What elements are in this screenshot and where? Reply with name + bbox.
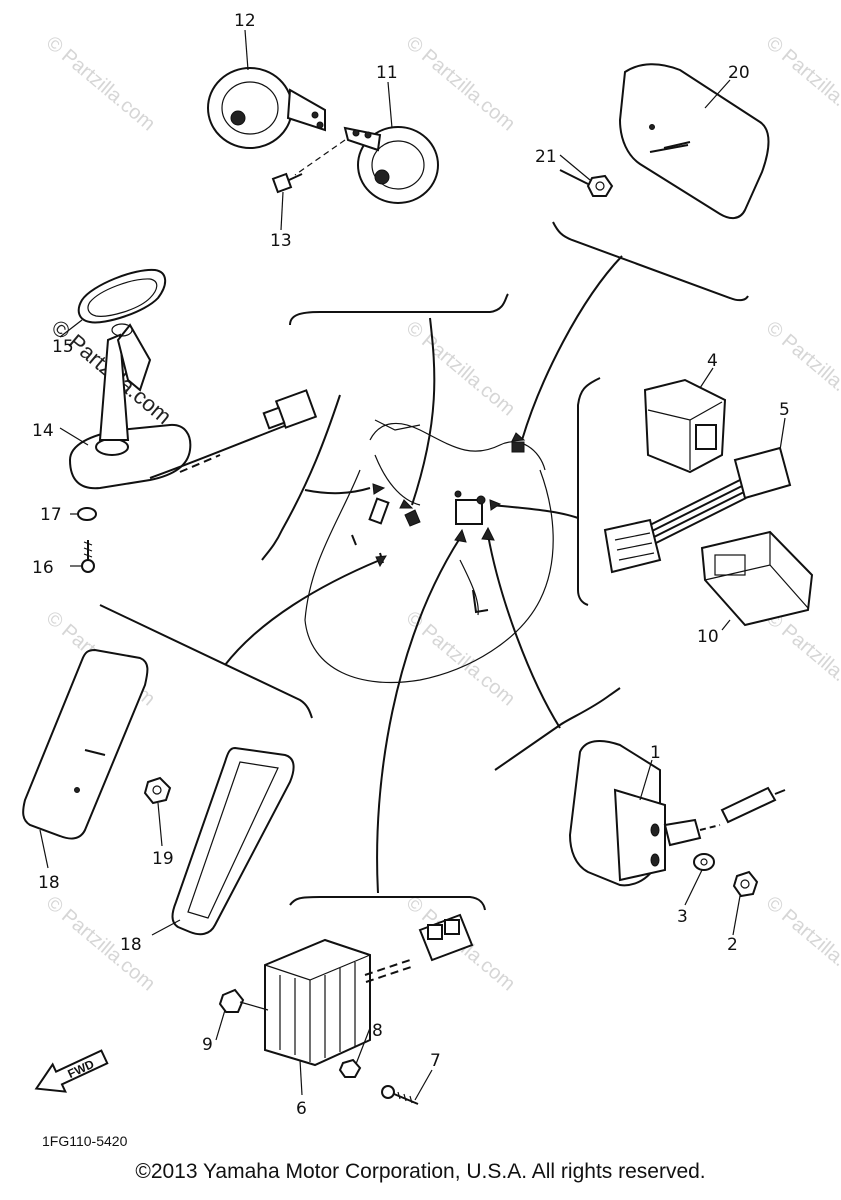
watermark: © Partzilla.com: [402, 32, 519, 135]
watermark: © Partzilla.com: [762, 892, 841, 995]
callout-8: 8: [372, 1021, 383, 1041]
reflector-18-right: [171, 746, 295, 936]
callout-14: 14: [32, 421, 54, 441]
screw-16: [81, 540, 95, 573]
bolt-7: [381, 1085, 419, 1105]
switch-1: [568, 739, 786, 887]
washer-17: [77, 507, 97, 521]
callout-18-right: 18: [120, 935, 142, 955]
callout-1: 1: [650, 743, 661, 763]
callout-2: 2: [727, 935, 738, 955]
watermark: © Partzilla.com: [402, 317, 519, 420]
callout-9: 9: [202, 1035, 213, 1055]
callout-20: 20: [728, 63, 750, 83]
nut-19: [143, 776, 172, 805]
cdi-unit-10: [700, 530, 814, 627]
callout-labels: 12 11 13 20 21 15 14 17 16 4 5 10 18 19 …: [32, 11, 790, 1119]
watermark: © Partzilla.com: [762, 607, 841, 710]
callout-5: 5: [779, 400, 790, 420]
group-leaders: [99, 221, 749, 911]
nut-9: [218, 988, 245, 1013]
callout-3: 3: [677, 907, 688, 927]
watermark: © Partzilla.com: [42, 32, 159, 135]
callout-leaders: [39, 29, 786, 1101]
callout-17: 17: [40, 505, 62, 525]
washer-3: [693, 853, 715, 871]
watermark: © Partzilla.com: [762, 317, 841, 420]
watermark: © Partzilla.com: [762, 32, 841, 135]
forward-arrow: FWD: [34, 1049, 109, 1093]
motorcycle-frame: [304, 419, 554, 684]
callout-11: 11: [376, 63, 398, 83]
callout-15: 15: [52, 337, 74, 357]
callout-7: 7: [430, 1051, 441, 1071]
fuel-sender-14: [68, 323, 318, 490]
callout-6: 6: [296, 1099, 307, 1119]
harness-5: [603, 446, 792, 574]
callout-4: 4: [707, 351, 718, 371]
callout-19: 19: [152, 849, 174, 869]
copyright-notice: ©2013 Yamaha Motor Corporation, U.S.A. A…: [135, 1160, 706, 1183]
horn-12: [207, 67, 326, 149]
nut-2: [732, 870, 759, 898]
callout-21: 21: [535, 147, 557, 167]
reflector-20: [618, 63, 770, 220]
bolt-13: [271, 172, 303, 194]
callout-12: 12: [234, 11, 256, 31]
reflector-18-left: [22, 648, 149, 840]
nut-8: [338, 1058, 362, 1078]
nut-21: [559, 169, 614, 197]
callout-13: 13: [270, 231, 292, 251]
callout-16: 16: [32, 558, 54, 578]
rectifier-6: [264, 913, 474, 1067]
fwd-label: FWD: [66, 1057, 97, 1081]
diagram-code: 1FG110-5420: [42, 1133, 128, 1149]
watermark: © Partzilla.com: [402, 607, 519, 710]
relay-4: [643, 378, 727, 474]
horn-11: [294, 126, 439, 204]
gasket-15: [77, 268, 167, 324]
callout-18-left: 18: [38, 873, 60, 893]
callout-10: 10: [697, 627, 719, 647]
